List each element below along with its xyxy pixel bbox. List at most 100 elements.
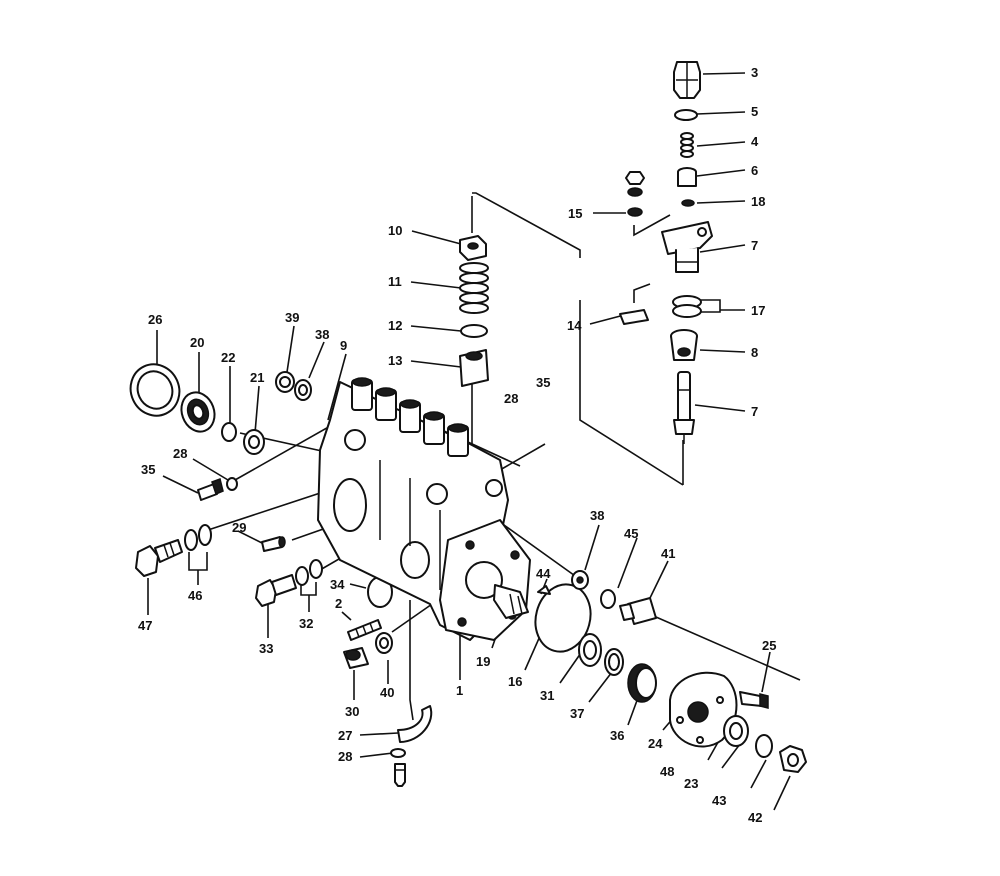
callout-label: 42 bbox=[748, 810, 762, 825]
callout-label: 35 bbox=[141, 462, 155, 477]
callout-label: 41 bbox=[661, 546, 675, 561]
callout-label: 46 bbox=[188, 588, 202, 603]
callout-label: 21 bbox=[250, 370, 264, 385]
callout-label: 20 bbox=[190, 335, 204, 350]
seal-21 bbox=[243, 429, 265, 455]
callout-label: 6 bbox=[751, 163, 758, 178]
bolt-25 bbox=[739, 691, 769, 709]
callout-label: 48 bbox=[660, 764, 674, 779]
gear-36 bbox=[627, 663, 657, 703]
callout-label: 7 bbox=[751, 238, 758, 253]
callout-label: 8 bbox=[751, 345, 758, 360]
plug-41 bbox=[619, 597, 657, 625]
spring-17 bbox=[672, 295, 702, 318]
nuts-15 bbox=[625, 171, 645, 217]
callout-label: 10 bbox=[388, 223, 402, 238]
pipe-27 bbox=[397, 705, 433, 743]
callout-label: 1 bbox=[456, 683, 463, 698]
callout-label: 22 bbox=[221, 350, 235, 365]
seal-38b bbox=[571, 570, 589, 590]
plunger-spring-11 bbox=[459, 262, 489, 314]
callout-label: 37 bbox=[570, 706, 584, 721]
oil-seal-26 bbox=[129, 363, 181, 417]
callout-label: 11 bbox=[388, 274, 402, 289]
bushing-39 bbox=[275, 371, 295, 393]
callout-label: 43 bbox=[712, 793, 726, 808]
callout-label: 18 bbox=[751, 194, 765, 209]
callout-label: 47 bbox=[138, 618, 152, 633]
plunger-7 bbox=[673, 371, 695, 444]
control-sleeve-8 bbox=[670, 329, 698, 361]
callout-label: 12 bbox=[388, 318, 402, 333]
callout-label: 27 bbox=[338, 728, 352, 743]
spring-2 bbox=[347, 619, 382, 641]
callout-label: 32 bbox=[299, 616, 313, 631]
screw-29 bbox=[261, 536, 286, 552]
bearing-20 bbox=[180, 391, 216, 433]
washer-37 bbox=[604, 648, 624, 676]
callout-label: 36 bbox=[610, 728, 624, 743]
callout-label: 3 bbox=[751, 65, 758, 80]
tappet-13 bbox=[459, 349, 489, 387]
gasket-28c bbox=[390, 748, 406, 758]
spring-seat-12 bbox=[460, 324, 488, 338]
callout-label: 39 bbox=[285, 310, 299, 325]
gasket-28a bbox=[226, 477, 238, 491]
callout-label: 13 bbox=[388, 353, 402, 368]
callout-label: 44 bbox=[536, 566, 551, 581]
gasket-18 bbox=[681, 199, 695, 207]
callout-label: 16 bbox=[508, 674, 522, 689]
callout-label: 17 bbox=[751, 303, 765, 318]
callout-label: 38 bbox=[315, 327, 329, 342]
delivery-valve-holder bbox=[673, 61, 701, 99]
screw-35a bbox=[197, 478, 224, 501]
callout-label: 7 bbox=[751, 404, 758, 419]
callout-label: 29 bbox=[232, 520, 246, 535]
callout-label: 25 bbox=[762, 638, 776, 653]
bearing-31 bbox=[578, 633, 602, 667]
callout-label: 19 bbox=[476, 654, 490, 669]
callout-label: 28 bbox=[504, 391, 518, 406]
washer-23 bbox=[723, 715, 749, 747]
o-ring-45 bbox=[600, 589, 616, 609]
callout-label: 23 bbox=[684, 776, 698, 791]
o-ring-5 bbox=[674, 109, 698, 121]
callout-label: 28 bbox=[173, 446, 187, 461]
callout-labels: 3 5 4 6 18 15 7 10 11 12 13 14 17 8 7 26… bbox=[138, 65, 776, 825]
spring-seat-10 bbox=[459, 235, 487, 261]
o-ring-16 bbox=[534, 583, 592, 653]
pump-housing-1 bbox=[317, 377, 531, 641]
callout-label: 26 bbox=[148, 312, 162, 327]
washers-32 bbox=[295, 559, 323, 586]
callout-label: 24 bbox=[648, 736, 663, 751]
callout-label: 30 bbox=[345, 704, 359, 719]
callout-label: 2 bbox=[335, 596, 342, 611]
washers-46 bbox=[184, 524, 212, 551]
bolt-bottom bbox=[394, 763, 406, 787]
seal-38a bbox=[294, 379, 312, 401]
callout-label: 40 bbox=[380, 685, 394, 700]
callout-label: 15 bbox=[568, 206, 582, 221]
washer-40 bbox=[375, 632, 393, 654]
lock-plate-14 bbox=[619, 309, 649, 325]
bolt-33 bbox=[255, 574, 297, 607]
callout-label: 4 bbox=[751, 134, 759, 149]
washer-43 bbox=[755, 734, 773, 758]
callout-label: 45 bbox=[624, 526, 638, 541]
callout-label: 14 bbox=[567, 318, 582, 333]
callout-label: 35 bbox=[536, 375, 550, 390]
plug-30 bbox=[343, 647, 369, 669]
callout-label: 34 bbox=[330, 577, 345, 592]
coupling-24 bbox=[669, 671, 738, 748]
camshaft-19 bbox=[493, 584, 529, 619]
barrel-flange-7 bbox=[661, 221, 713, 273]
clip-44 bbox=[537, 585, 551, 595]
callout-label: 31 bbox=[540, 688, 554, 703]
callout-label: 28 bbox=[338, 749, 352, 764]
delivery-valve-6 bbox=[677, 167, 697, 187]
callout-label: 38 bbox=[590, 508, 604, 523]
nut-42 bbox=[779, 745, 807, 773]
valve-spring-4 bbox=[680, 132, 694, 158]
